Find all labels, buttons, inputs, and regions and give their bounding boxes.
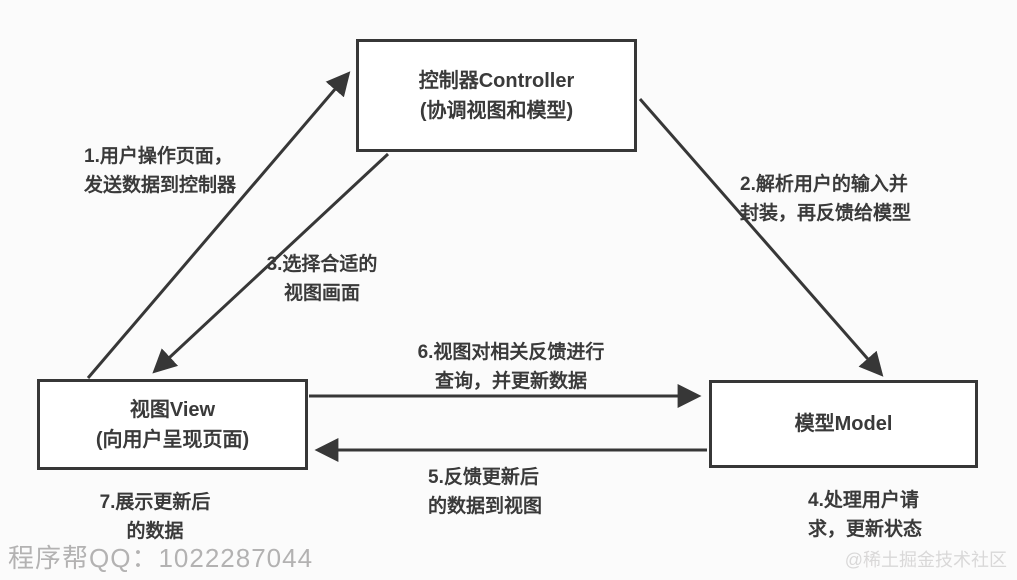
note-label-4-handle-request: 4.处理用户请 求，更新状态 [808,490,923,541]
edge-controller-to-view-arrow [152,152,390,374]
model-node: 模型Model [709,380,978,468]
watermark-qq: 程序帮QQ：1022287044 [8,543,314,573]
edge-label-3-select-view: 3.选择合适的 视图画面 [266,254,378,305]
edge-controller-to-model-arrow [638,98,884,377]
edge-label-5-feedback-data: 5.反馈更新后 的数据到视图 [428,467,543,518]
view-node: 视图View (向用户呈现页面) [37,379,308,470]
edge-label-2-parse-input: 2.解析用户的输入并 封装，再反馈给模型 [740,174,912,225]
note-label-7-show-updated-data: 7.展示更新后 的数据 [99,492,211,543]
view-node-title: 视图View [129,398,216,421]
edge-label-6-query-update: 6.视图对相关反馈进行 查询，并更新数据 [417,342,605,393]
watermark-juejin-community: @稀土掘金技术社区 [844,550,1007,570]
edge-view-to-controller-arrow [86,71,351,379]
edge-label-1-user-action: 1.用户操作页面， 发送数据到控制器 [84,146,237,197]
controller-node-subtitle: (协调视图和模型) [419,99,574,122]
model-node-title: 模型Model [794,413,893,435]
controller-node: 控制器Controller (协调视图和模型) [356,39,637,152]
controller-node-title: 控制器Controller [418,69,575,92]
view-node-subtitle: (向用户呈现页面) [95,428,250,451]
